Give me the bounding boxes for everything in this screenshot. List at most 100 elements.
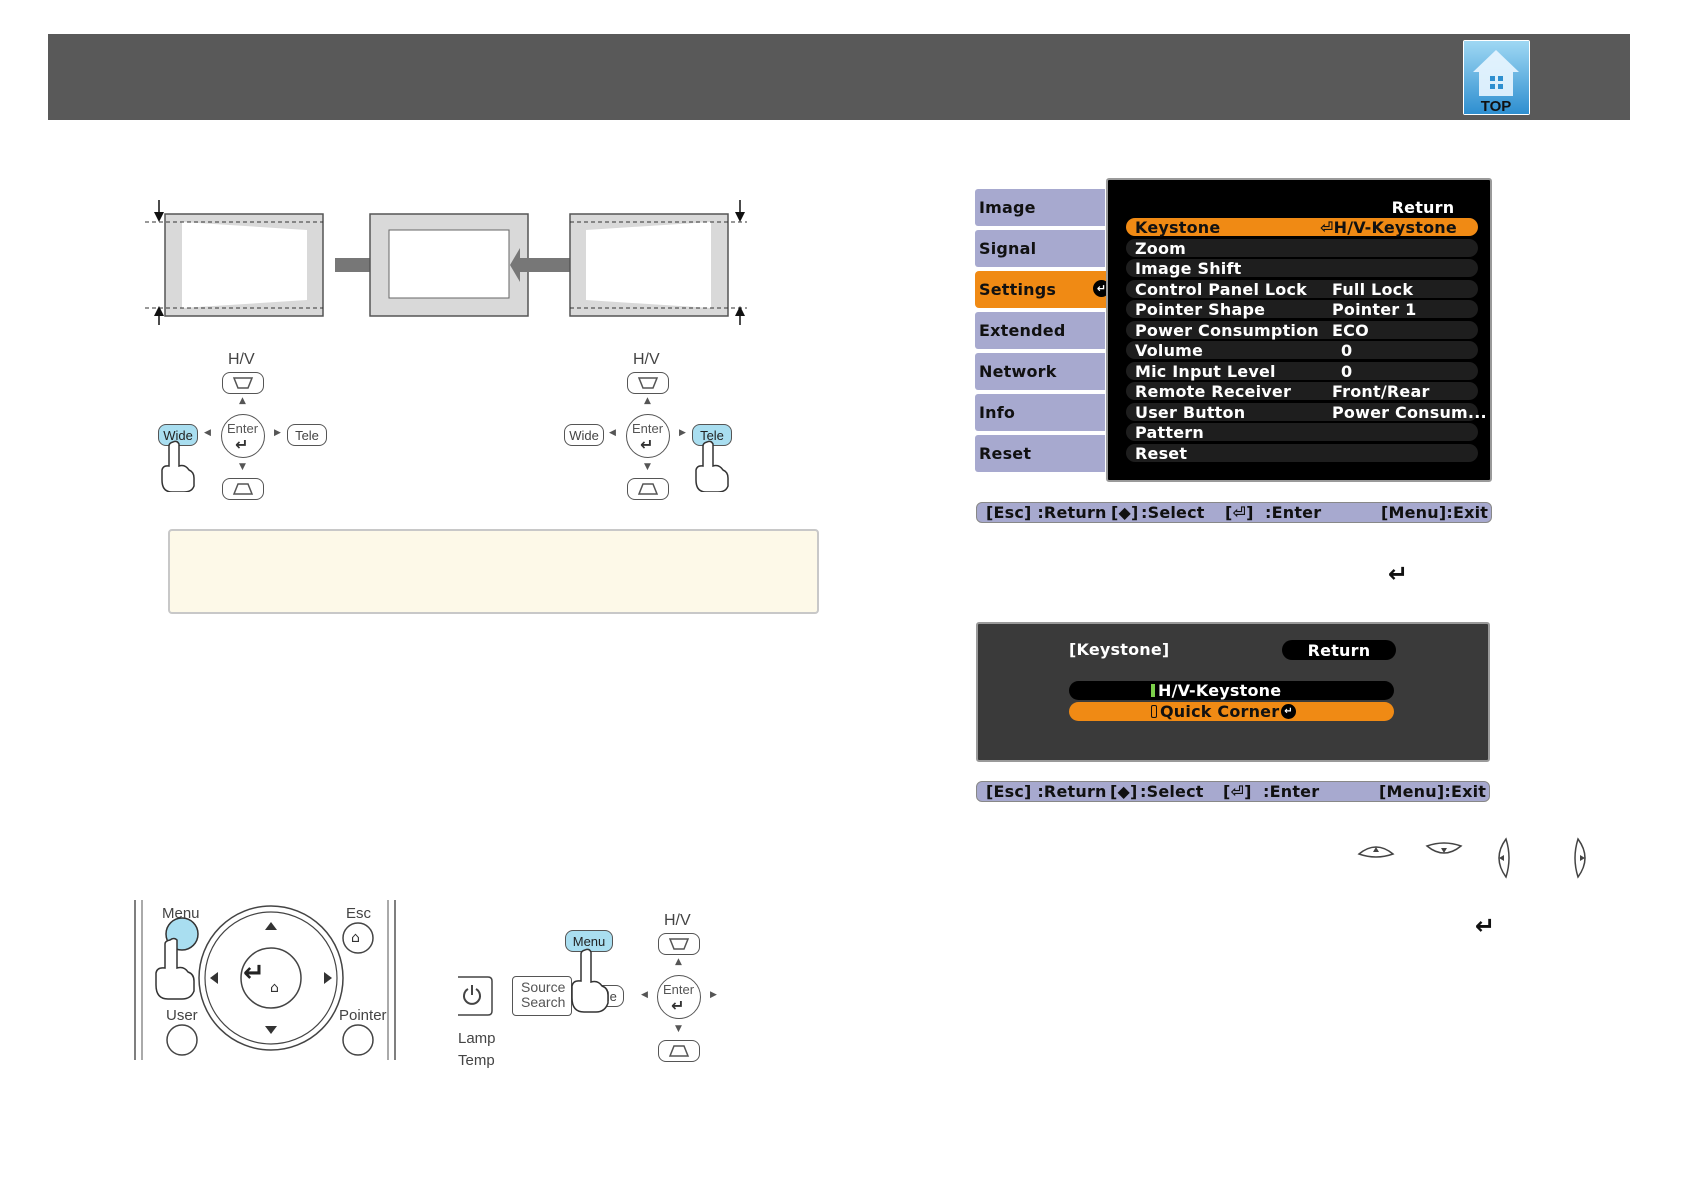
menu-tab-image[interactable]: Image [975,189,1105,226]
enter-button-panel[interactable]: Enter ↵ [657,975,701,1019]
menu-tab-reset[interactable]: Reset [975,435,1105,472]
keystone-up-icon [668,938,690,950]
hv-keystone-down-button-right[interactable] [627,478,669,500]
enter-icon: ⏎ [1320,217,1334,237]
select-arrows-icon: [◆] [1111,503,1139,522]
enter-button-left[interactable]: Enter ↵ [221,414,265,458]
home-icon: TOP [1464,41,1529,115]
left-arrow-icon-right: ◀ [609,428,616,438]
lamp-indicator-label: Lamp [458,1030,496,1047]
keystone-down-icon [232,483,254,495]
hv-keystone-up-button-left[interactable] [222,372,264,394]
hv-keystone-down-button-panel[interactable] [658,1040,700,1062]
up-arrow-icon-panel: ▲ [675,957,682,967]
right-button-icon [1574,837,1586,879]
keystone-down-icon [668,1045,690,1057]
wide-button-left[interactable]: Wide [158,424,198,446]
up-arrow-icon-left: ▲ [239,396,246,406]
left-arrow-icon-panel: ◀ [641,990,648,1000]
keystone-up-icon [232,377,254,389]
menu-tab-info[interactable]: Info [975,394,1105,431]
page-header-bar [48,34,1630,120]
esc-mouse-icon: ⌂ [351,930,360,946]
hv-keystone-up-button-panel[interactable] [658,933,700,955]
keystone-option-quick-corner[interactable]: Quick Corner ↵ [1069,702,1394,721]
up-arrow-icon-right: ▲ [644,396,651,406]
left-arrow-icon-left: ◀ [204,428,211,438]
user-key-label: User [166,1007,198,1024]
temp-indicator-label: Temp [458,1052,495,1069]
tele-button-right[interactable]: Tele [692,424,732,446]
enter-icon-right: ↵ [640,435,654,454]
enter-symbol-icon: ↵ [1388,560,1409,588]
svg-text:TOP: TOP [1481,98,1512,115]
menu-row-pattern[interactable]: Pattern [1126,423,1478,442]
pressing-hand-icon-menu [571,948,609,1013]
menu-row-image-shift[interactable]: Image Shift [1126,259,1478,278]
keystone-up-icon [637,377,659,389]
tele-button-left[interactable]: Tele [287,424,327,446]
enter-key-icon: [⏎] [1225,503,1254,522]
enter-icon: ↵ [1093,280,1110,297]
menu-row-keystone[interactable]: Keystone ⏎H/V-Keystone [1126,217,1478,237]
right-arrow-icon-right: ▶ [679,428,686,438]
pressing-hand-icon-wide [161,440,195,492]
enter-icon-left: ↵ [235,435,249,454]
keystone-correction-illustration [145,200,747,325]
menu-tab-signal[interactable]: Signal [975,230,1105,267]
menu-row-reset[interactable]: Reset [1126,444,1478,463]
menu-status-bar: [Esc] :Return [◆] :Select [⏎] :Enter [Me… [976,502,1492,523]
enter-symbol-icon-2: ↵ [1475,912,1496,940]
enter-icon: ↵ [1281,704,1296,719]
down-arrow-icon-left: ▼ [239,462,246,472]
radio-marker-icon [1151,705,1157,718]
right-arrow-icon-left: ▶ [274,428,281,438]
note-box [168,529,819,614]
down-arrow-icon-panel: ▼ [675,1024,682,1034]
enter-button-right[interactable]: Enter ↵ [626,414,670,458]
hv-label-right: H/V [633,351,660,368]
menu-button-panel[interactable]: Menu [565,930,613,952]
pressing-hand-icon-tele [695,440,729,492]
mouse-icon: ⌂ [270,980,279,996]
keystone-status-bar: [Esc] :Return [◆] :Select [⏎] :Enter [Me… [976,781,1490,802]
keystone-submenu-title: [Keystone] [1069,640,1170,659]
enter-mouse-icon: ↵ [243,958,265,988]
radio-marker-icon [1151,684,1155,697]
hv-keystone-up-button-right[interactable] [627,372,669,394]
hv-label-left: H/V [228,351,255,368]
power-button-icon [458,976,493,1016]
right-arrow-icon-panel: ▶ [710,990,717,1000]
menu-tab-extended[interactable]: Extended [975,312,1105,349]
hv-label-panel: H/V [664,912,691,929]
wide-button-right[interactable]: Wide [564,424,604,446]
hv-keystone-down-button-left[interactable] [222,478,264,500]
menu-tab-settings[interactable]: Settings ↵ [975,271,1115,308]
remote-control-illustration [134,900,396,1060]
top-link-button[interactable]: TOP [1463,40,1530,115]
keystone-option-hv[interactable]: H/V-Keystone [1069,681,1394,700]
menu-row-zoom[interactable]: Zoom [1126,239,1478,258]
menu-return-button[interactable]: Return [1366,198,1480,217]
up-button-icon [1357,846,1395,858]
esc-key-label: Esc [346,905,372,922]
down-button-icon [1425,842,1463,854]
keystone-down-icon [637,483,659,495]
select-arrows-icon: [◆] [1110,782,1138,801]
enter-key-icon: [⏎] [1223,782,1252,801]
enter-icon-panel: ↵ [671,996,685,1015]
down-arrow-icon-right: ▼ [644,462,651,472]
keystone-return-button[interactable]: Return [1282,640,1396,660]
left-button-icon [1498,837,1510,879]
pointer-key-label: Pointer [339,1007,387,1024]
menu-tab-network[interactable]: Network [975,353,1105,390]
menu-key-label: Menu [162,905,200,922]
